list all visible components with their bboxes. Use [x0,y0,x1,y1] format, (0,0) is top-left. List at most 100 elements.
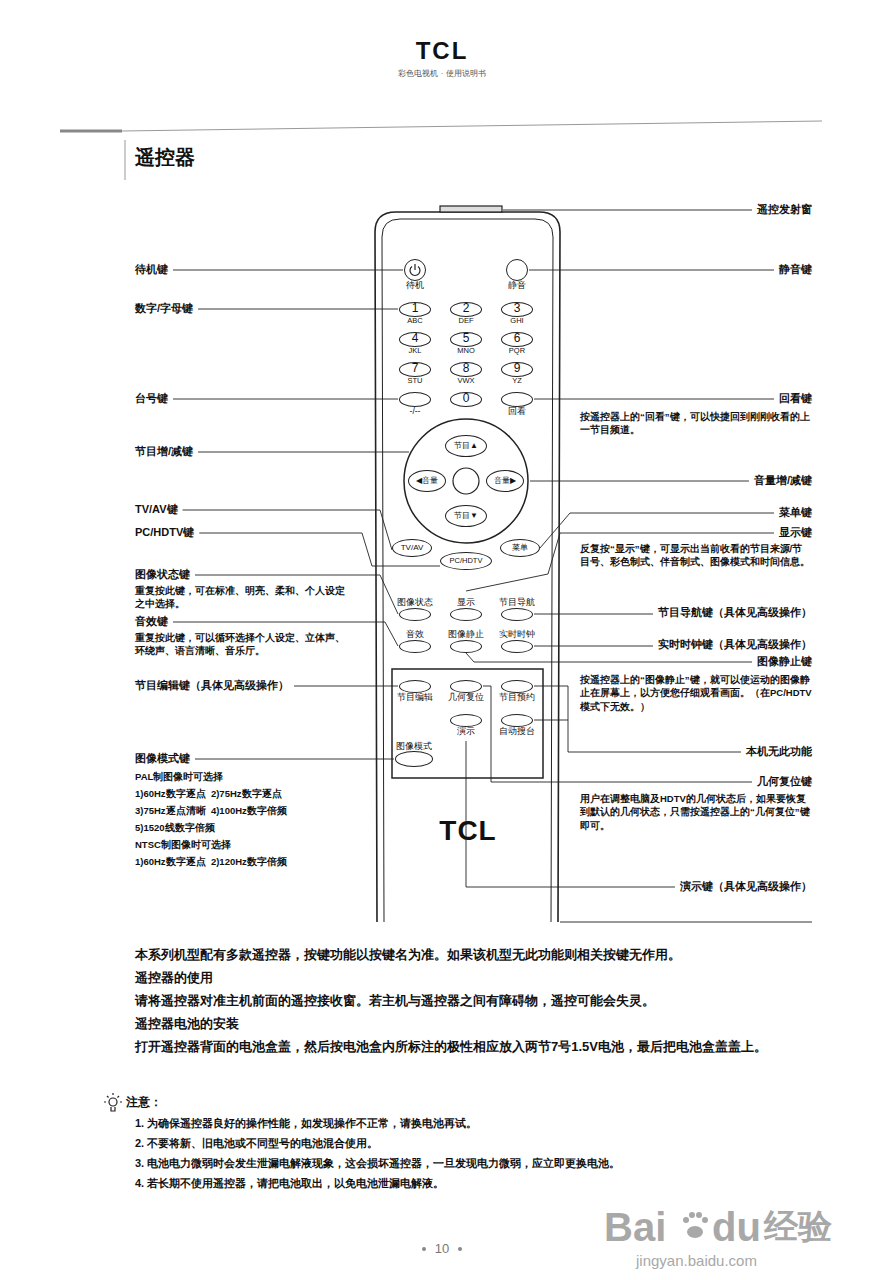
note-item: 2. 不要将新、旧电池或不同型号的电池混合使用。 [135,1136,835,1151]
button-legend: 3 [514,302,521,315]
callout-label: 几何复位键 [757,774,812,789]
leader-line [534,399,774,400]
callout-label: 本机无此功能 [746,744,812,759]
remote-button: 节目编辑 [399,680,431,693]
button-label: 待机 [406,281,424,290]
description-text: 重复按此键，可在标准、明亮、柔和、个人设定之中选择。 [135,584,350,611]
remote-button: 节目导航 [501,608,533,621]
button-legend: 8 [463,362,470,375]
leader-line [195,759,394,760]
leader-line [466,653,752,662]
callout-label: 节目编辑键（具体见高级操作） [135,678,289,693]
remote-button: 1ABC [399,302,431,317]
note-heading: 注意： [126,1094,162,1111]
button-legend: ◀音量 [416,477,438,486]
remote-button: 5MNO [450,332,482,347]
button-label: PQR [509,347,525,355]
callout-label: 待机键 [135,262,168,277]
button-legend: 0 [463,392,470,405]
remote-button: 0 [450,392,482,407]
leader-line [540,513,774,548]
remote-button: 图像静止 [450,640,482,653]
leader-line [534,720,568,721]
header-rule [122,121,822,131]
remote-button: 图像模式 [395,751,433,767]
button-label: GHI [510,317,523,325]
button-label: ABC [407,317,422,325]
watermark: Bai [604,1199,666,1255]
remote-button: 节目▲ [445,435,487,457]
leader-line [483,686,752,782]
remote-button: 图像状态 [399,608,431,621]
callout-label: 实时时钟键（具体见高级操作） [658,637,812,652]
button-legend: 节目▲ [454,442,478,451]
remote-button: 7STU [399,362,431,377]
remote-button: 节目▼ [445,505,487,527]
button-label: STU [408,377,423,385]
leader-line [294,686,398,687]
callout-label: 图像模式键 [135,751,190,766]
description-text: 按遥控器上的“图像静止”键，就可以使运动的图像静止在屏幕上，以方便您仔细观看画面… [580,673,812,713]
description-text: PAL制图像时可选择 [135,770,223,783]
watermark: 经验 [764,1203,832,1251]
remote-button: 8VWX [450,362,482,377]
callout-label: 图像状态键 [135,567,190,582]
button-legend: PC/HDTV [450,557,483,565]
description-text: 3)75Hz逐点清晰 4)100Hz数字倍频 [135,804,287,817]
button-label: -/-- [410,407,421,416]
remote-button: TV/AV [392,539,432,557]
callout-label: 遥控发射窗 [757,202,812,217]
button-label: 自动搜台 [499,727,535,736]
button-label: 节目编辑 [397,693,433,702]
leader-line [534,646,653,647]
button-legend: 6 [514,332,521,345]
body-text: 打开遥控器背面的电池盒盖，然后按电池盒内所标注的极性相应放入两节7号1.5V电池… [135,1038,815,1056]
body-text: 请将遥控器对准主机前面的遥控接收窗。若主机与遥控器之间有障碍物，遥控可能会失灵。 [135,992,655,1010]
button-label: 演示 [457,727,475,736]
button-label: 节目导航 [499,598,535,607]
leader-line [530,481,749,482]
watermark: du [712,1199,761,1255]
button-legend: TV/AV [401,544,424,553]
button-label: JKL [409,347,422,355]
button-label: 几何复位 [448,693,484,702]
leader-line [183,510,392,550]
button-label: 实时时钟 [499,630,535,639]
description-text: 按遥控器上的“回看”键，可以快捷回到刚刚收看的上一节目频道。 [580,410,812,437]
button-label: 静音 [508,281,526,290]
button-label: VWX [457,377,474,385]
note-bulb-icon [104,1093,122,1111]
brand-logo: TCL [416,34,469,68]
button-label: 图像状态 [397,598,433,607]
button-legend: 9 [514,362,521,375]
remote-button: 6PQR [501,332,533,347]
description-text: NTSC制图像时可选择 [135,838,231,851]
callout-label: 图像静止键 [757,654,812,669]
remote-button: 菜单 [500,539,540,557]
remote-button: 节目预约 [501,680,533,693]
remote-button: 演示 [450,714,482,727]
remote-button: -/-- [399,392,431,407]
body-text: 本系列机型配有多款遥控器，按键功能以按键名为准。如果该机型无此功能则相关按键无作… [135,946,681,964]
button-legend: 5 [463,332,470,345]
callout-label: 演示键（具体见高级操作） [680,879,812,894]
description-text: 反复按“显示”键，可显示出当前收看的节目来源/节目号、彩色制式、伴音制式、图像模… [580,542,812,569]
leader-line [199,533,440,566]
callout-label: 音效键 [135,614,168,629]
callout-label: 菜单键 [779,505,812,520]
note-item: 1. 为确保遥控器良好的操作性能，如发现操作不正常，请换电池再试。 [135,1116,835,1131]
button-legend: 7 [412,362,419,375]
description-text: 重复按此键，可以循环选择个人设定、立体声、环绕声、语言清晰、音乐厅。 [135,631,350,658]
button-legend: 音量▶ [494,477,516,486]
watermark-paw [683,1212,708,1238]
section-title: 遥控器 [135,143,195,171]
button-label: 节目预约 [499,693,535,702]
leader-line [529,270,774,271]
leader-line [173,270,403,271]
callout-label: 回看键 [779,391,812,406]
button-legend: 2 [463,302,470,315]
remote-button: PC/HDTV [440,552,492,570]
button-label: 音效 [406,630,424,639]
sub-heading: 遥控器的使用 [135,969,213,987]
remote-button: 实时时钟 [501,640,533,653]
